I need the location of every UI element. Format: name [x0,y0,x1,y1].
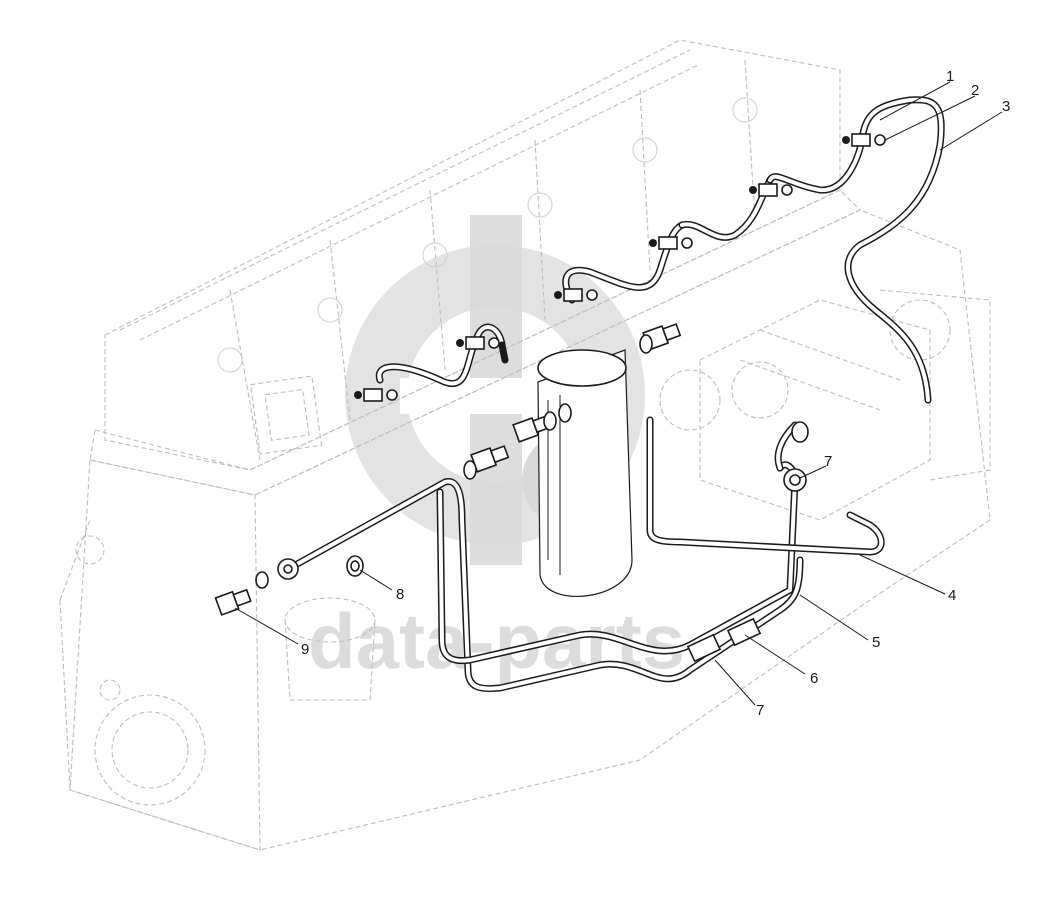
fuel-filter [537,349,633,597]
callout-8: 8 [396,586,404,603]
pump-banjo-fitting [783,421,809,492]
callout-7-upper: 7 [824,453,832,470]
callout-7-lower: 7 [756,702,764,719]
filter-banjo-bolts [463,323,682,480]
banjo-fittings [354,133,886,402]
left-banjo-assembly [214,555,364,616]
callout-6: 6 [810,670,818,687]
callout-3: 3 [1002,98,1010,115]
engine-block-outline [59,39,991,851]
callout-4: 4 [948,587,956,604]
callout-5: 5 [872,634,880,651]
callout-2: 2 [971,82,979,99]
callout-1: 1 [946,68,954,85]
pipe-clamps [686,617,762,663]
leader-lines [234,81,1003,706]
callout-9: 9 [301,641,309,658]
